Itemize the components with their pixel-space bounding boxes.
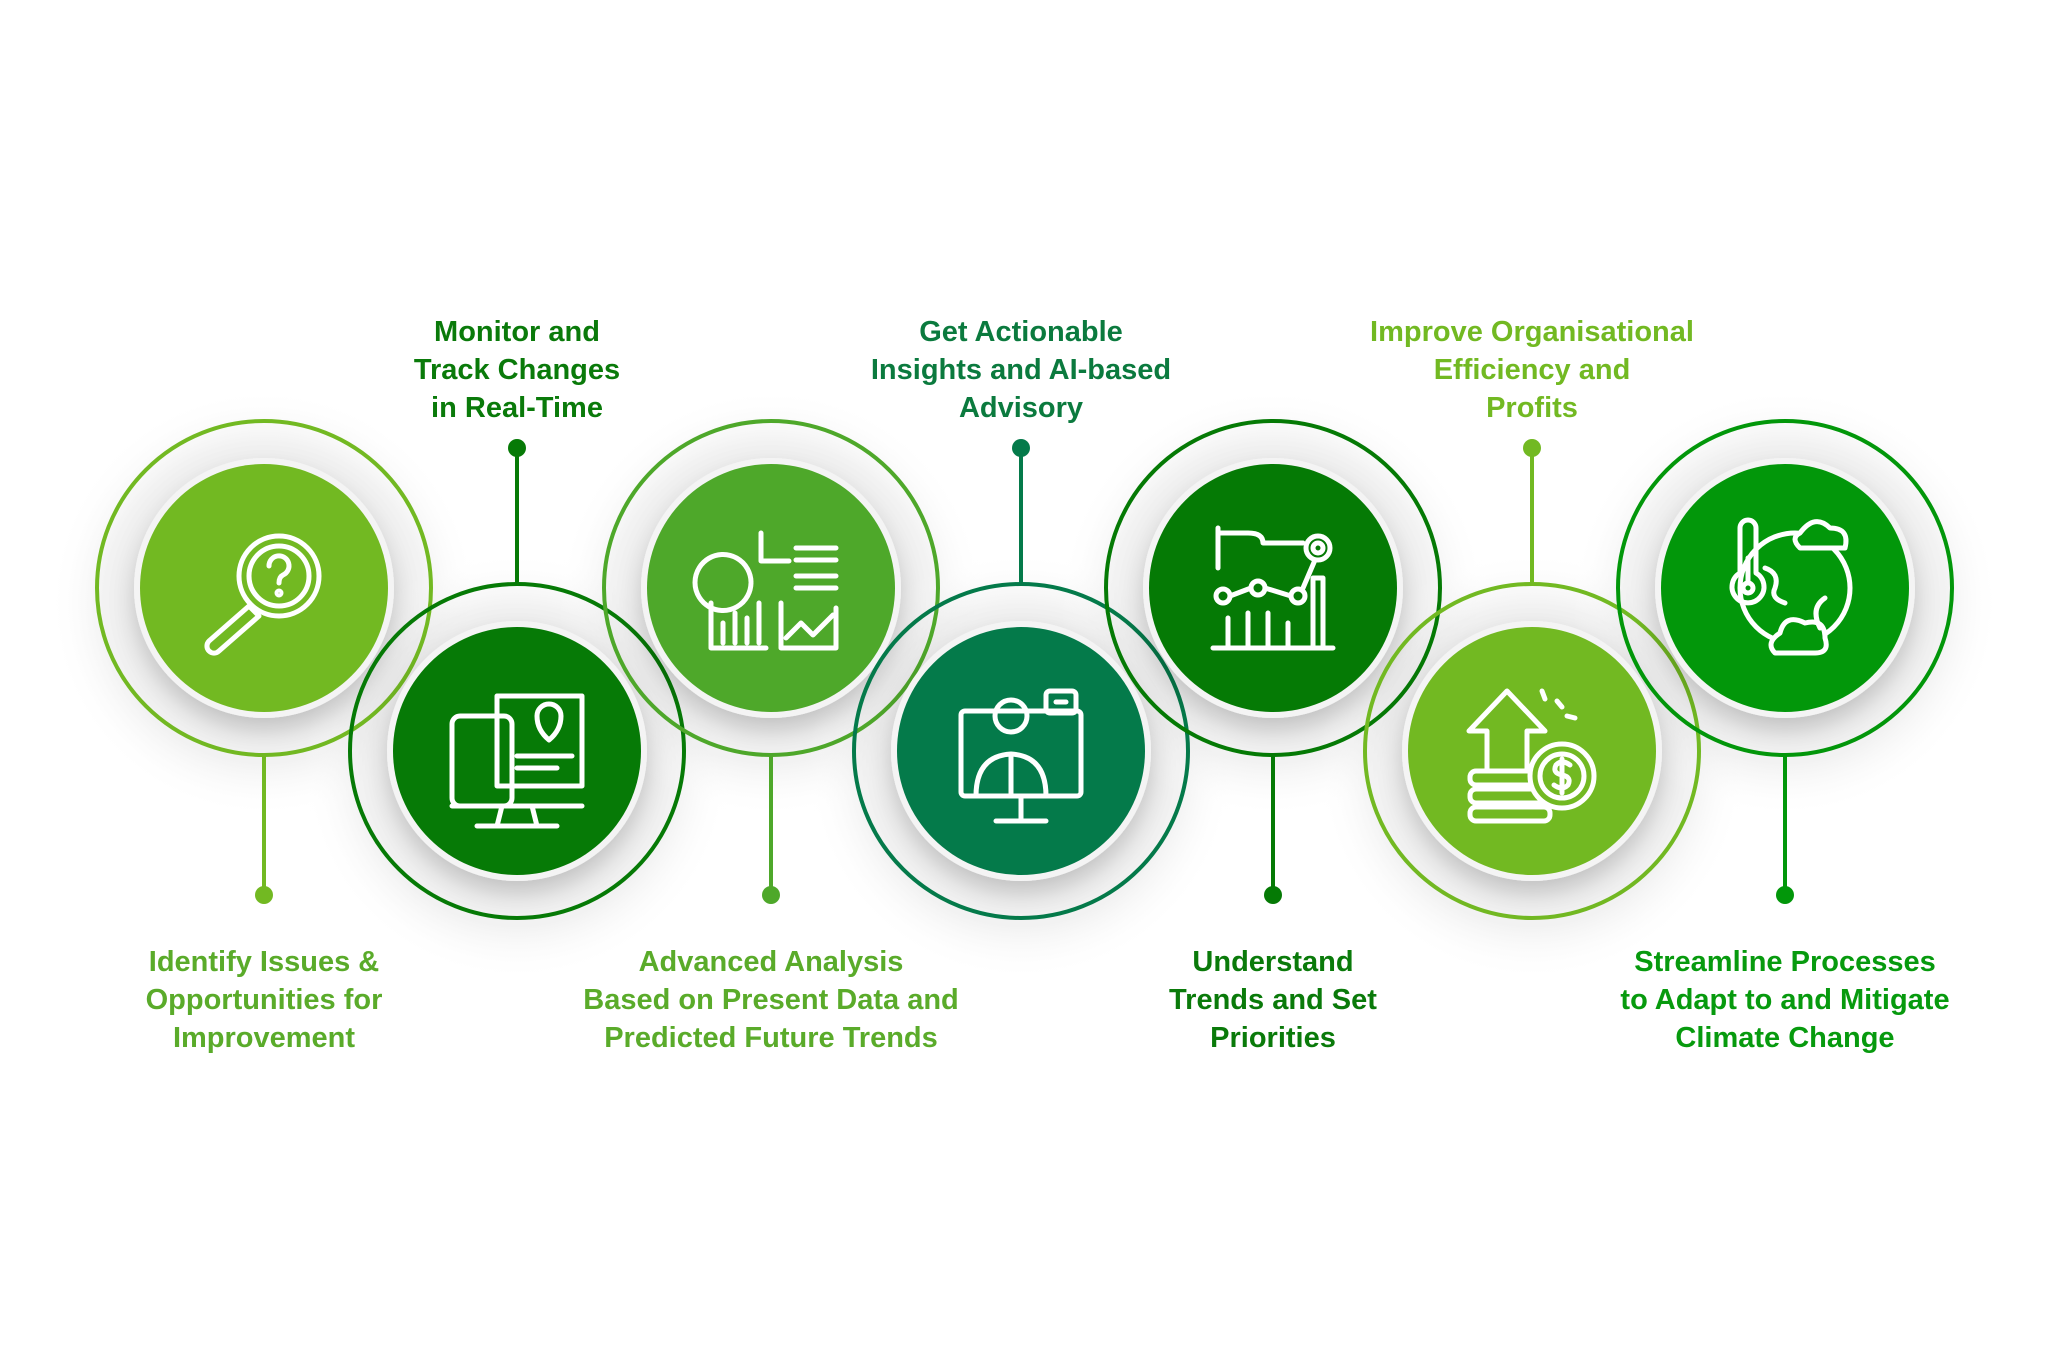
outer-ring bbox=[95, 419, 433, 757]
step-circle bbox=[647, 464, 895, 712]
climate-globe-icon bbox=[1729, 517, 1853, 656]
step-label-line: Based on Present Data and bbox=[583, 984, 959, 1016]
step-label-line: Improve Organisational bbox=[1370, 316, 1694, 348]
step-label-line: Insights and AI-based bbox=[870, 354, 1172, 386]
outer-ring bbox=[1363, 582, 1701, 920]
step-label-line: Profits bbox=[1486, 392, 1578, 424]
connector-dot bbox=[508, 439, 526, 457]
step-label-line: Get Actionable bbox=[919, 316, 1123, 348]
trend-pointer-chart-icon bbox=[1210, 525, 1336, 651]
charts-icon bbox=[692, 530, 839, 651]
advisor-presentation-icon bbox=[958, 688, 1084, 824]
step-label-line: Identify Issues & bbox=[148, 946, 380, 978]
step-label-line: Track Changes bbox=[413, 354, 621, 386]
connector-dot bbox=[1012, 439, 1030, 457]
step-label-line: Advisory bbox=[958, 392, 1084, 424]
step-circle bbox=[1661, 464, 1909, 712]
step-label-line: Predicted Future Trends bbox=[604, 1022, 938, 1054]
step-label-line: Understand bbox=[1192, 946, 1354, 978]
magnifier-question-icon bbox=[204, 533, 322, 656]
step-label-line: Advanced Analysis bbox=[638, 946, 904, 978]
outer-ring bbox=[1616, 419, 1954, 757]
connector-dot bbox=[1776, 886, 1794, 904]
outer-ring bbox=[348, 582, 686, 920]
step-circle bbox=[897, 627, 1145, 875]
connector-dot bbox=[762, 886, 780, 904]
connector-dot bbox=[1264, 886, 1282, 904]
step-label-line: to Adapt to and Mitigate bbox=[1620, 984, 1950, 1016]
step-label-line: Streamline Processes bbox=[1634, 946, 1936, 978]
step-label-line: Monitor and bbox=[434, 316, 600, 348]
step-label-line: Climate Change bbox=[1675, 1022, 1895, 1054]
coins-growth-icon bbox=[1466, 688, 1597, 824]
step-label-line: Opportunities for bbox=[145, 984, 383, 1016]
step-circle bbox=[1408, 627, 1656, 875]
step-label-line: Trends and Set bbox=[1169, 984, 1377, 1016]
step-label-line: Improvement bbox=[172, 1022, 356, 1054]
step-label-line: Priorities bbox=[1210, 1022, 1336, 1054]
outer-ring bbox=[1104, 419, 1442, 757]
step-label: Streamline Processes to Adapt to and Miti… bbox=[1575, 943, 1995, 1057]
step-label-line: Efficiency and bbox=[1433, 354, 1631, 386]
outer-ring bbox=[602, 419, 940, 757]
connector-dot bbox=[255, 886, 273, 904]
connector-dot bbox=[1523, 439, 1541, 457]
outer-ring bbox=[852, 582, 1190, 920]
step-label-line: in Real-Time bbox=[431, 392, 603, 424]
monitor-location-icon bbox=[449, 693, 585, 829]
step-circle bbox=[140, 464, 388, 712]
step-circle bbox=[393, 627, 641, 875]
